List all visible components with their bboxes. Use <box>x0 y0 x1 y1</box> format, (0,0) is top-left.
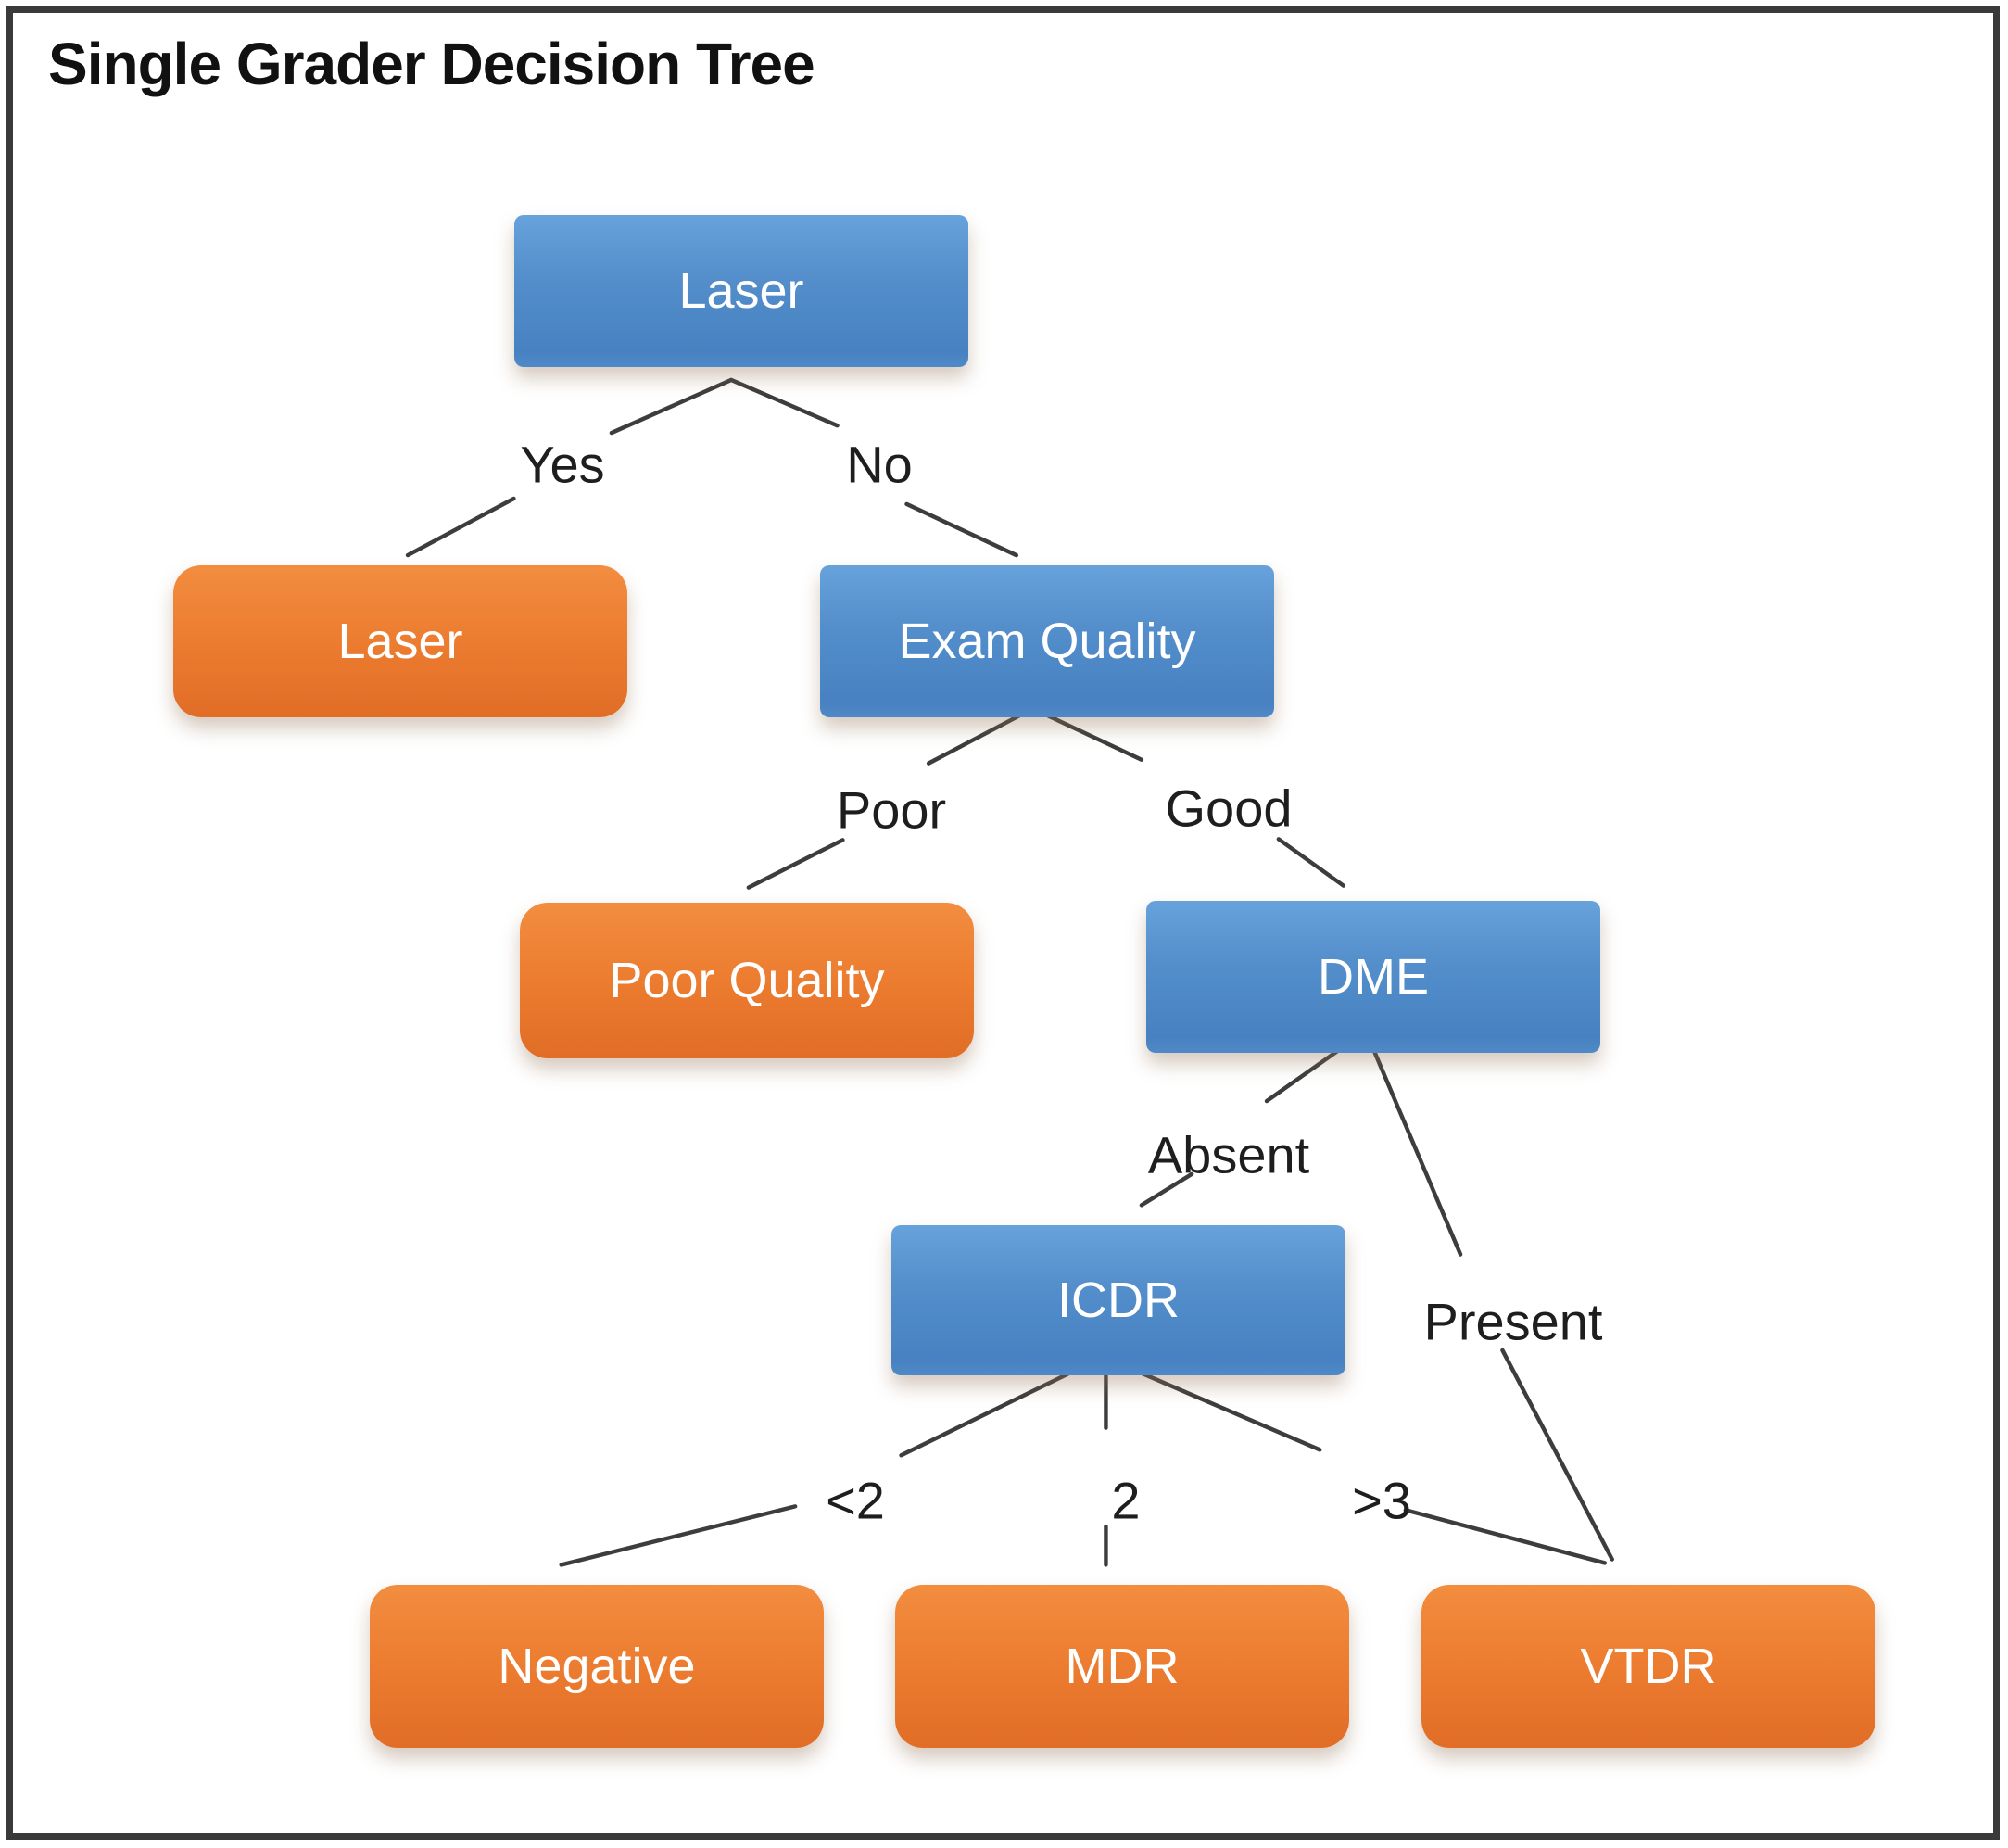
edge-poor-segment-1 <box>926 706 1035 766</box>
edge-label-good: Good <box>1165 778 1293 838</box>
node-label: Exam Quality <box>898 614 1196 669</box>
edge-label-gt3: >3 <box>1352 1471 1411 1530</box>
edge-label-yes: Yes <box>520 435 605 494</box>
edge-present-segment-2 <box>1500 1348 1614 1562</box>
edge-present-segment-1 <box>1367 1036 1463 1257</box>
node-label: Laser <box>678 263 804 319</box>
node-label: VTDR <box>1580 1639 1717 1694</box>
edge-no-segment-2 <box>904 501 1019 558</box>
edge-no-segment-1 <box>728 377 840 428</box>
diagram-title: Single Grader Decision Tree <box>48 31 815 97</box>
edge-yes-segment-1 <box>609 377 734 436</box>
node-label: DME <box>1318 949 1429 1005</box>
edge-label-poor: Poor <box>836 780 947 840</box>
node-exam-quality: Exam Quality <box>820 565 1274 717</box>
node-icdr: ICDR <box>891 1225 1345 1375</box>
node-vtdr: VTDR <box>1421 1585 1875 1748</box>
edge-yes-segment-2 <box>405 496 516 558</box>
node-label: Negative <box>498 1639 696 1694</box>
edge-good-segment-2 <box>1276 837 1346 888</box>
edge-label-eq2: 2 <box>1111 1471 1141 1530</box>
node-label: Poor Quality <box>609 953 885 1008</box>
node-mdr: MDR <box>895 1585 1349 1748</box>
node-negative: Negative <box>370 1585 824 1748</box>
edge-gt3-segment-2 <box>1403 1508 1608 1565</box>
edge-label-present: Present <box>1423 1292 1603 1351</box>
node-label: Laser <box>337 614 463 669</box>
edge-label-absent: Absent <box>1147 1125 1310 1184</box>
node-label: ICDR <box>1057 1272 1180 1328</box>
edge-absent-segment-2 <box>1139 1171 1194 1208</box>
node-label: MDR <box>1065 1639 1180 1694</box>
edge-label-lt2: <2 <box>826 1471 885 1530</box>
node-root-laser: Laser <box>514 215 968 367</box>
edge-lines-layer <box>405 377 1614 1567</box>
edge-label-no: No <box>846 435 913 494</box>
edge-poor-segment-2 <box>746 838 845 890</box>
node-dme: DME <box>1146 901 1600 1053</box>
node-laser-leaf: Laser <box>173 565 627 717</box>
edge-lt2-segment-2 <box>559 1504 798 1567</box>
node-poor-quality: Poor Quality <box>520 903 974 1058</box>
